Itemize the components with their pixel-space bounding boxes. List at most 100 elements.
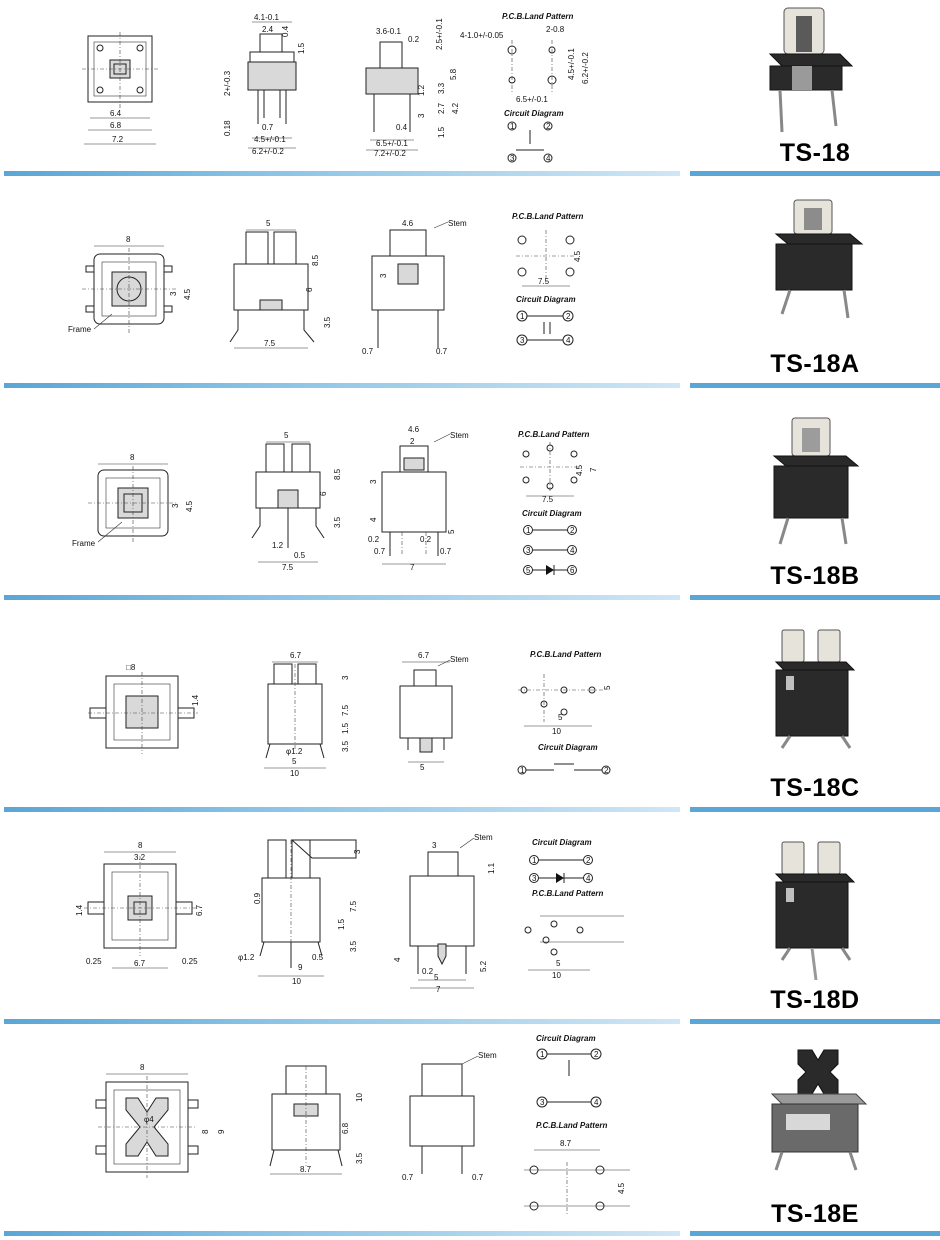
svg-text:1: 1 <box>526 526 531 535</box>
dim-label: 6.2+/-0.2 <box>581 52 590 84</box>
stem-label: Stem <box>478 1051 497 1060</box>
drawings-ts-18d: 8 3.2 1.4 6.7 0.25 6.7 0.25 3 0.9 7.5 <box>0 816 688 1022</box>
dim-label: φ4 <box>144 1115 154 1124</box>
top-view-drawing: 8 3 4.5 Frame <box>68 235 192 334</box>
dim-label: 7.2+/-0.2 <box>374 149 406 158</box>
dim-label: 0.25 <box>182 957 198 966</box>
dim-label: 8.7 <box>300 1165 312 1174</box>
dim-label: 3 <box>379 273 388 278</box>
dim-label: 6.7 <box>418 651 430 660</box>
dim-label: 4.6 <box>408 425 420 434</box>
model-name: TS-18E <box>771 1200 859 1228</box>
product-photo-ts-18a: TS-18A <box>690 180 940 386</box>
product-photo-ts-18c: TS-18C <box>690 604 940 810</box>
dim-label: 8.5 <box>311 254 320 266</box>
dim-label: 3 <box>341 675 350 680</box>
divider-bar <box>4 1231 680 1236</box>
dim-label: 7.5 <box>349 900 358 912</box>
svg-text:1: 1 <box>510 122 515 131</box>
svg-text:2: 2 <box>566 312 571 321</box>
dim-label: 8 <box>126 235 131 244</box>
drawings-ts-18b: 8 3 4.5 Frame 5 8.5 6 3.5 1.2 0.5 <box>0 392 688 598</box>
dim-label: 5 <box>447 529 456 534</box>
dim-label: 3.5 <box>341 740 350 752</box>
dim-label: 6.7 <box>195 904 204 916</box>
dim-label: 7.5 <box>341 704 350 716</box>
dim-label: 4.5+/-0.1 <box>254 135 286 144</box>
svg-text:5: 5 <box>526 566 531 575</box>
dim-label: 3 <box>417 113 426 118</box>
divider-bar <box>690 595 940 600</box>
svg-text:3: 3 <box>526 546 531 555</box>
switch-photo <box>772 417 860 545</box>
dim-label: 8.7 <box>560 1139 572 1148</box>
svg-text:2: 2 <box>594 1050 599 1059</box>
dim-label: 0.7 <box>402 1173 414 1182</box>
pcb-land-pattern: P.C.B.Land Pattern 5 5 10 Circuit Diagra… <box>517 650 612 775</box>
side-view-drawing: 5 8.5 6 3.5 1.2 0.5 7.5 <box>251 431 342 572</box>
svg-text:1: 1 <box>520 766 525 775</box>
dim-label: 0.7 <box>374 547 386 556</box>
dim-label: 5.2 <box>479 960 488 972</box>
drawings-ts-18e: 8 φ4 8 9 10 6.8 3.5 8.7 Stem <box>0 1028 688 1234</box>
dim-label: 3 <box>432 841 437 850</box>
dim-label: 4.5 <box>617 1182 626 1194</box>
circuit-title: Circuit Diagram <box>516 295 576 304</box>
pcb-land-pattern: Circuit Diagram 1 2 3 4 P.C.B.Land Patte… <box>524 838 624 980</box>
drawings-ts-18: 6.4 6.8 7.2 4.1-0.1 2.4 0.4 1.5 2+/-0.3 … <box>0 0 688 178</box>
dim-label: 1.5 <box>297 42 306 54</box>
row-ts-18d: 8 3.2 1.4 6.7 0.25 6.7 0.25 3 0.9 7.5 <box>0 816 940 1022</box>
svg-text:4: 4 <box>570 546 575 555</box>
pcb-title: P.C.B.Land Pattern <box>532 889 604 898</box>
top-view-drawing: 8 3.2 1.4 6.7 0.25 6.7 0.25 <box>75 841 204 969</box>
dim-label: 8 <box>130 453 135 462</box>
dim-label: 1.2 <box>417 84 426 96</box>
product-photo-ts-18: TS-18 <box>690 0 940 178</box>
dim-label: 8 <box>201 1129 210 1134</box>
pcb-title: P.C.B.Land Pattern <box>536 1121 608 1130</box>
dim-label: 4.2 <box>451 102 460 114</box>
dim-label: 5.8 <box>449 68 458 80</box>
dim-label: 9 <box>298 963 303 972</box>
dim-label: 1.4 <box>75 904 84 916</box>
dim-label: 5 <box>292 757 297 766</box>
stem-label: Stem <box>450 431 469 440</box>
dim-label: 8 <box>140 1063 145 1072</box>
dim-label: 6.8 <box>341 1122 350 1134</box>
dim-label: 5 <box>284 431 289 440</box>
dim-label: 4.5+/-0.1 <box>567 48 576 80</box>
side-view-drawing: 3 0.9 7.5 1.5 3.5 φ1.2 0.5 9 10 <box>238 839 362 986</box>
dim-label: 0.7 <box>472 1173 484 1182</box>
pcb-title: P.C.B.Land Pattern <box>512 212 584 221</box>
dim-label: 10 <box>552 971 561 980</box>
top-view-drawing: 6.4 6.8 7.2 <box>82 32 158 145</box>
dim-label: 3.3 <box>437 82 446 94</box>
dim-label: 0.4 <box>281 25 290 37</box>
side-view-2-drawing: 3 Stem 1.1 4 0.2 5.2 5 7 <box>393 833 496 994</box>
dim-label: 0.7 <box>262 123 274 132</box>
dim-label: 6.7 <box>290 651 302 660</box>
dim-label: 3.5 <box>349 940 358 952</box>
circuit-title: Circuit Diagram <box>538 743 598 752</box>
dim-label: 9 <box>217 1129 226 1134</box>
row-ts-18c: □8 1.4 6.7 3 7.5 1.5 3.5 φ1.2 5 10 6.7 <box>0 604 940 810</box>
row-ts-18b: 8 3 4.5 Frame 5 8.5 6 3.5 1.2 0.5 <box>0 392 940 598</box>
dim-label: 7.5 <box>264 339 276 348</box>
switch-photo <box>774 841 856 981</box>
stem-label: Stem <box>474 833 493 842</box>
dim-label: 10 <box>552 727 561 736</box>
svg-text:2: 2 <box>570 526 575 535</box>
dim-label: 6.5+/-0.1 <box>516 95 548 104</box>
dim-label: 2-0.8 <box>546 25 565 34</box>
dim-label: 1.5 <box>337 918 346 930</box>
dim-label: 4.5 <box>575 464 584 476</box>
pcb-title: P.C.B.Land Pattern <box>518 430 590 439</box>
dim-label: 3 <box>171 503 180 508</box>
dim-label: 2+/-0.3 <box>223 70 232 96</box>
svg-text:3: 3 <box>510 154 515 163</box>
side-view-2-drawing: 4.6 Stem 2 3 4 5 0.2 0.2 0.7 0.7 7 <box>368 425 469 572</box>
dim-label: 2.7 <box>437 102 446 114</box>
dim-label: 4.5 <box>183 288 192 300</box>
top-view-drawing: □8 1.4 <box>88 663 200 754</box>
pcb-title: P.C.B.Land Pattern <box>530 650 602 659</box>
